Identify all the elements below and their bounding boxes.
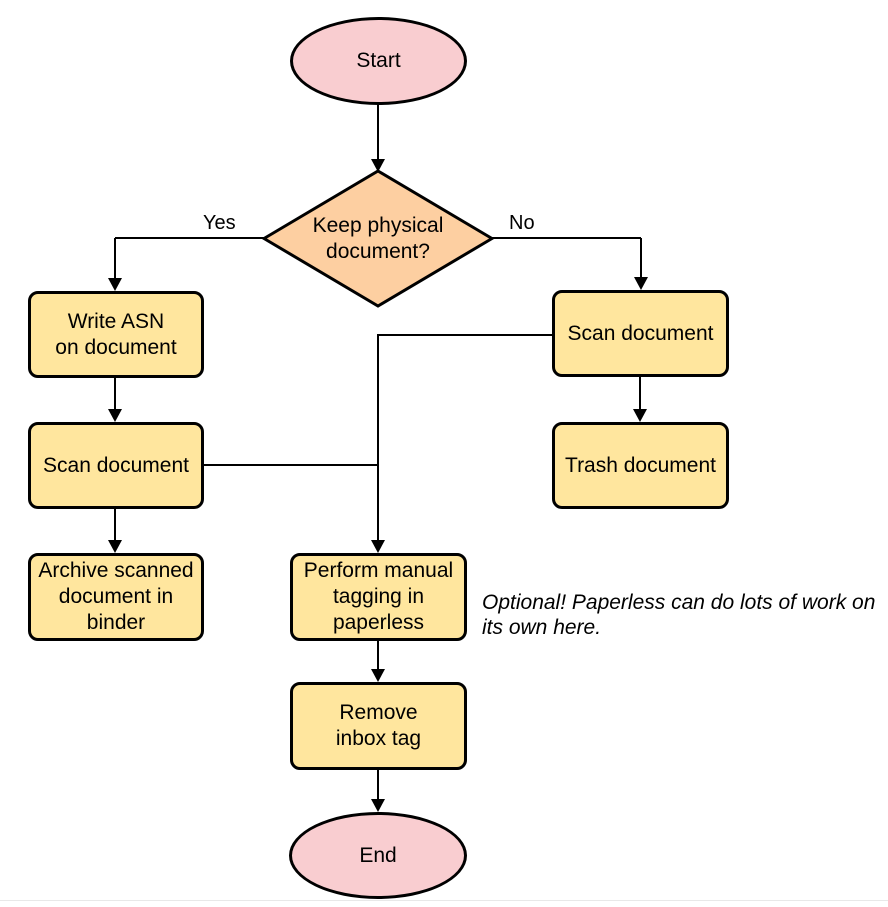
end-node: End bbox=[289, 812, 467, 899]
connector-no-horizontal bbox=[490, 237, 641, 239]
scan-document-right-node: Scan document bbox=[552, 290, 729, 377]
archive-node: Archive scanned document in binder bbox=[28, 553, 204, 641]
arrowhead-icon bbox=[108, 278, 122, 291]
manual-tagging-node: Perform manual tagging in paperless bbox=[290, 553, 467, 641]
scan-document-left-label: Scan document bbox=[43, 453, 189, 477]
connector-no-vertical bbox=[640, 238, 642, 280]
connector-yes-horizontal bbox=[115, 237, 265, 239]
start-label: Start bbox=[356, 49, 401, 72]
arrowhead-icon bbox=[371, 540, 385, 553]
connector-scanright-middle bbox=[379, 334, 552, 336]
start-node: Start bbox=[290, 17, 467, 105]
scan-document-right-label: Scan document bbox=[567, 321, 714, 345]
connector-remove-end bbox=[377, 770, 379, 800]
remove-inbox-tag-label: Remove inbox tag bbox=[335, 701, 422, 750]
decision-node: Keep physical document? bbox=[262, 169, 494, 308]
connector-yes-vertical bbox=[114, 238, 116, 280]
arrowhead-icon bbox=[108, 409, 122, 422]
arrowhead-icon bbox=[371, 669, 385, 682]
edge-label-yes: Yes bbox=[203, 212, 236, 234]
trash-node: Trash document bbox=[552, 422, 729, 509]
connector-scan-trash bbox=[639, 377, 641, 410]
scan-document-left-node: Scan document bbox=[28, 422, 204, 509]
manual-tagging-label: Perform manual tagging in paperless bbox=[303, 559, 454, 634]
write-asn-node: Write ASN on document bbox=[28, 291, 204, 378]
connector-start-decision bbox=[377, 104, 379, 162]
arrowhead-icon bbox=[371, 159, 385, 172]
trash-label: Trash document bbox=[565, 453, 716, 477]
write-asn-label: Write ASN on document bbox=[55, 309, 177, 359]
optional-note: Optional! Paperless can do lots of work … bbox=[482, 591, 876, 639]
connector-scanleft-middle bbox=[204, 464, 379, 466]
arrowhead-icon bbox=[634, 277, 648, 290]
connector-tagging-remove bbox=[377, 641, 379, 671]
arrowhead-icon bbox=[108, 540, 122, 553]
edge-label-no: No bbox=[509, 212, 535, 234]
connector-writeasn-scan bbox=[114, 378, 116, 411]
decision-label: Keep physical document? bbox=[312, 213, 444, 263]
remove-inbox-tag-node: Remove inbox tag bbox=[290, 682, 467, 770]
diamond-shape-icon bbox=[262, 169, 494, 308]
page-bottom-divider bbox=[0, 900, 888, 901]
end-label: End bbox=[359, 843, 397, 867]
arrowhead-icon bbox=[633, 409, 647, 422]
archive-label: Archive scanned document in binder bbox=[38, 559, 194, 634]
connector-middle-vertical bbox=[377, 334, 379, 541]
arrowhead-icon bbox=[371, 799, 385, 812]
connector-scan-archive bbox=[114, 509, 116, 542]
